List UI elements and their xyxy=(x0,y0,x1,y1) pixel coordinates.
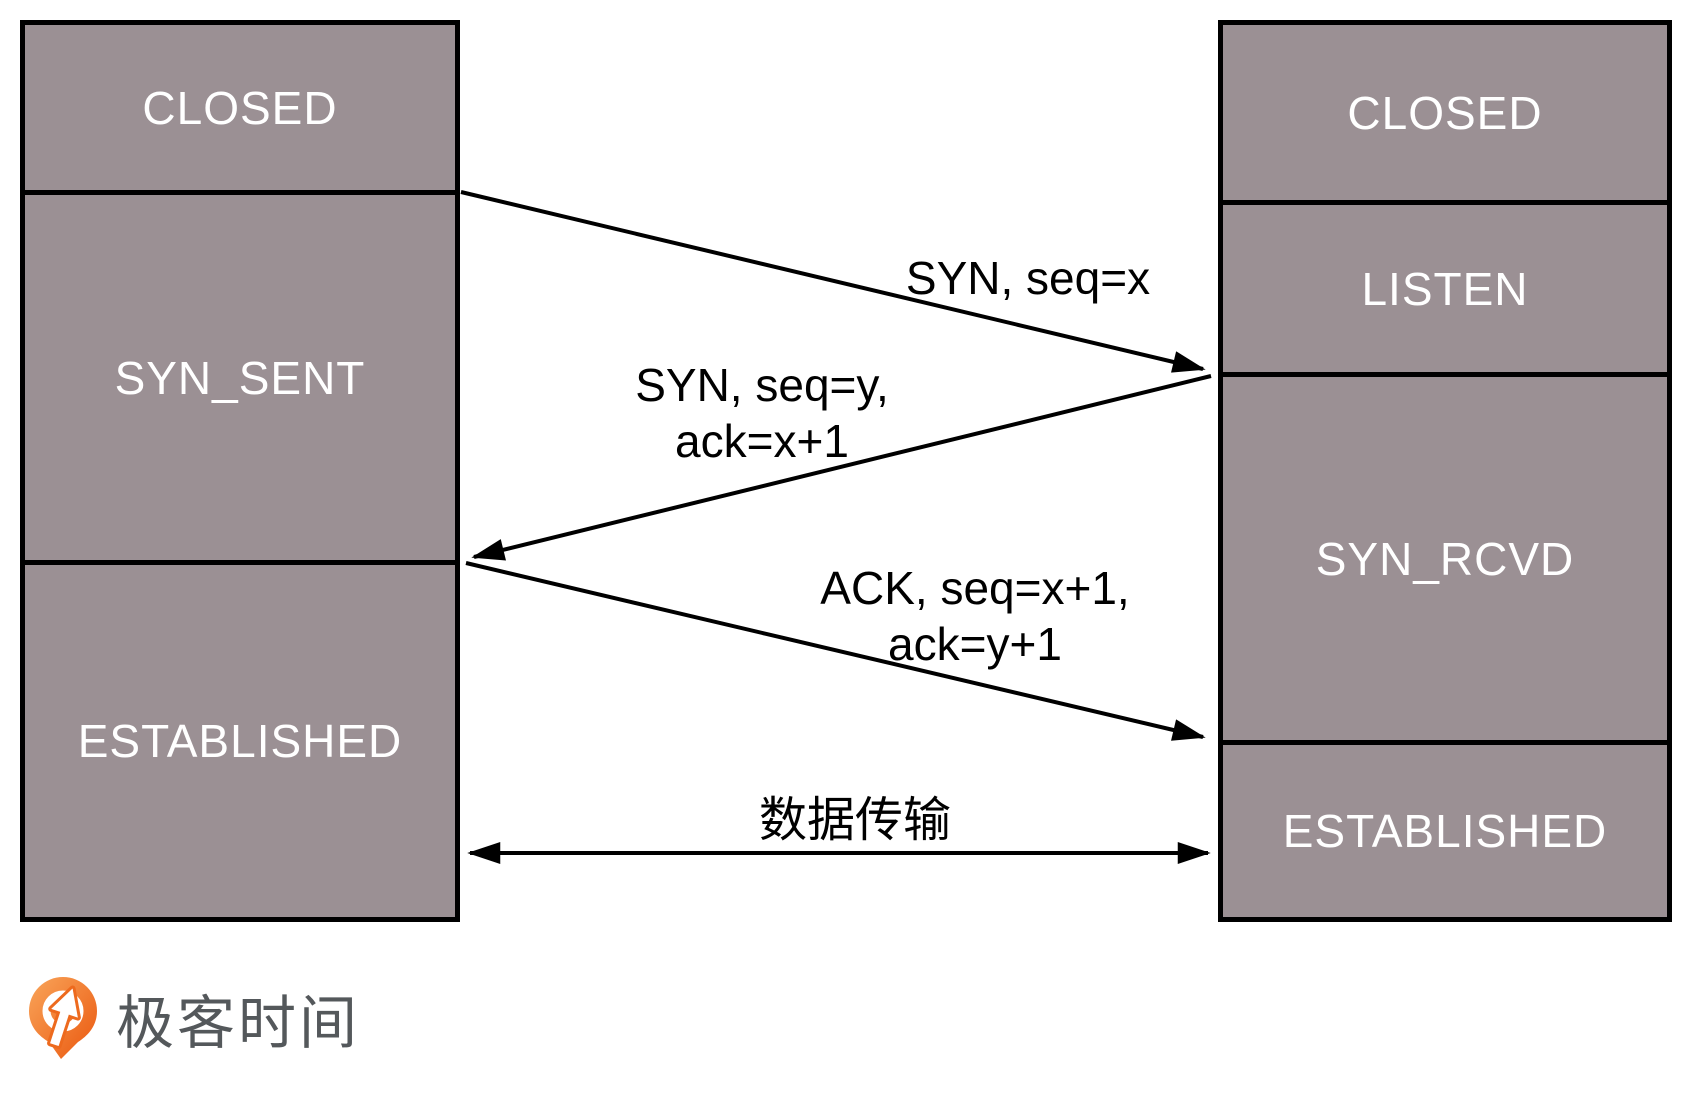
geektime-logo: 极客时间 xyxy=(24,974,360,1062)
right-state-column: CLOSED LISTEN SYN_RCVD ESTABLISHED xyxy=(1218,20,1672,922)
message-text: ack=y+1 xyxy=(888,618,1062,670)
state-label: CLOSED xyxy=(142,81,338,134)
left-state-column: CLOSED SYN_SENT ESTABLISHED xyxy=(20,20,460,922)
state-cell-listen: LISTEN xyxy=(1223,200,1667,372)
message-text: ack=x+1 xyxy=(675,415,849,467)
message-label-data-transfer: 数据传输 xyxy=(759,793,951,849)
state-label: ESTABLISHED xyxy=(77,715,403,767)
message-label-ack: ACK, seq=x+1, ack=y+1 xyxy=(820,560,1129,672)
state-cell-syn-sent: SYN_SENT xyxy=(25,190,455,560)
message-text: SYN, seq=y, xyxy=(635,359,889,411)
state-cell-established-right: ESTABLISHED xyxy=(1223,740,1667,917)
geektime-logo-text: 极客时间 xyxy=(116,991,361,1056)
state-label: CLOSED xyxy=(1347,86,1543,139)
state-label: ESTABLISHED xyxy=(1282,805,1608,857)
state-cell-closed-left: CLOSED xyxy=(25,25,455,190)
geektime-logo-icon xyxy=(29,977,97,1059)
message-text: SYN, seq=x xyxy=(905,252,1151,304)
state-cell-closed-right: CLOSED xyxy=(1223,25,1667,200)
state-label: LISTEN xyxy=(1361,262,1529,315)
message-label-syn-ack: SYN, seq=y, ack=x+1 xyxy=(635,357,889,469)
message-text: 数据传输 xyxy=(758,794,952,847)
state-cell-syn-rcvd: SYN_RCVD xyxy=(1223,372,1667,740)
message-text: ACK, seq=x+1, xyxy=(820,562,1130,614)
state-label: SYN_SENT xyxy=(114,351,366,404)
message-label-syn: SYN, seq=x xyxy=(906,250,1150,306)
state-label: SYN_RCVD xyxy=(1315,532,1575,585)
state-cell-established-left: ESTABLISHED xyxy=(25,560,455,917)
